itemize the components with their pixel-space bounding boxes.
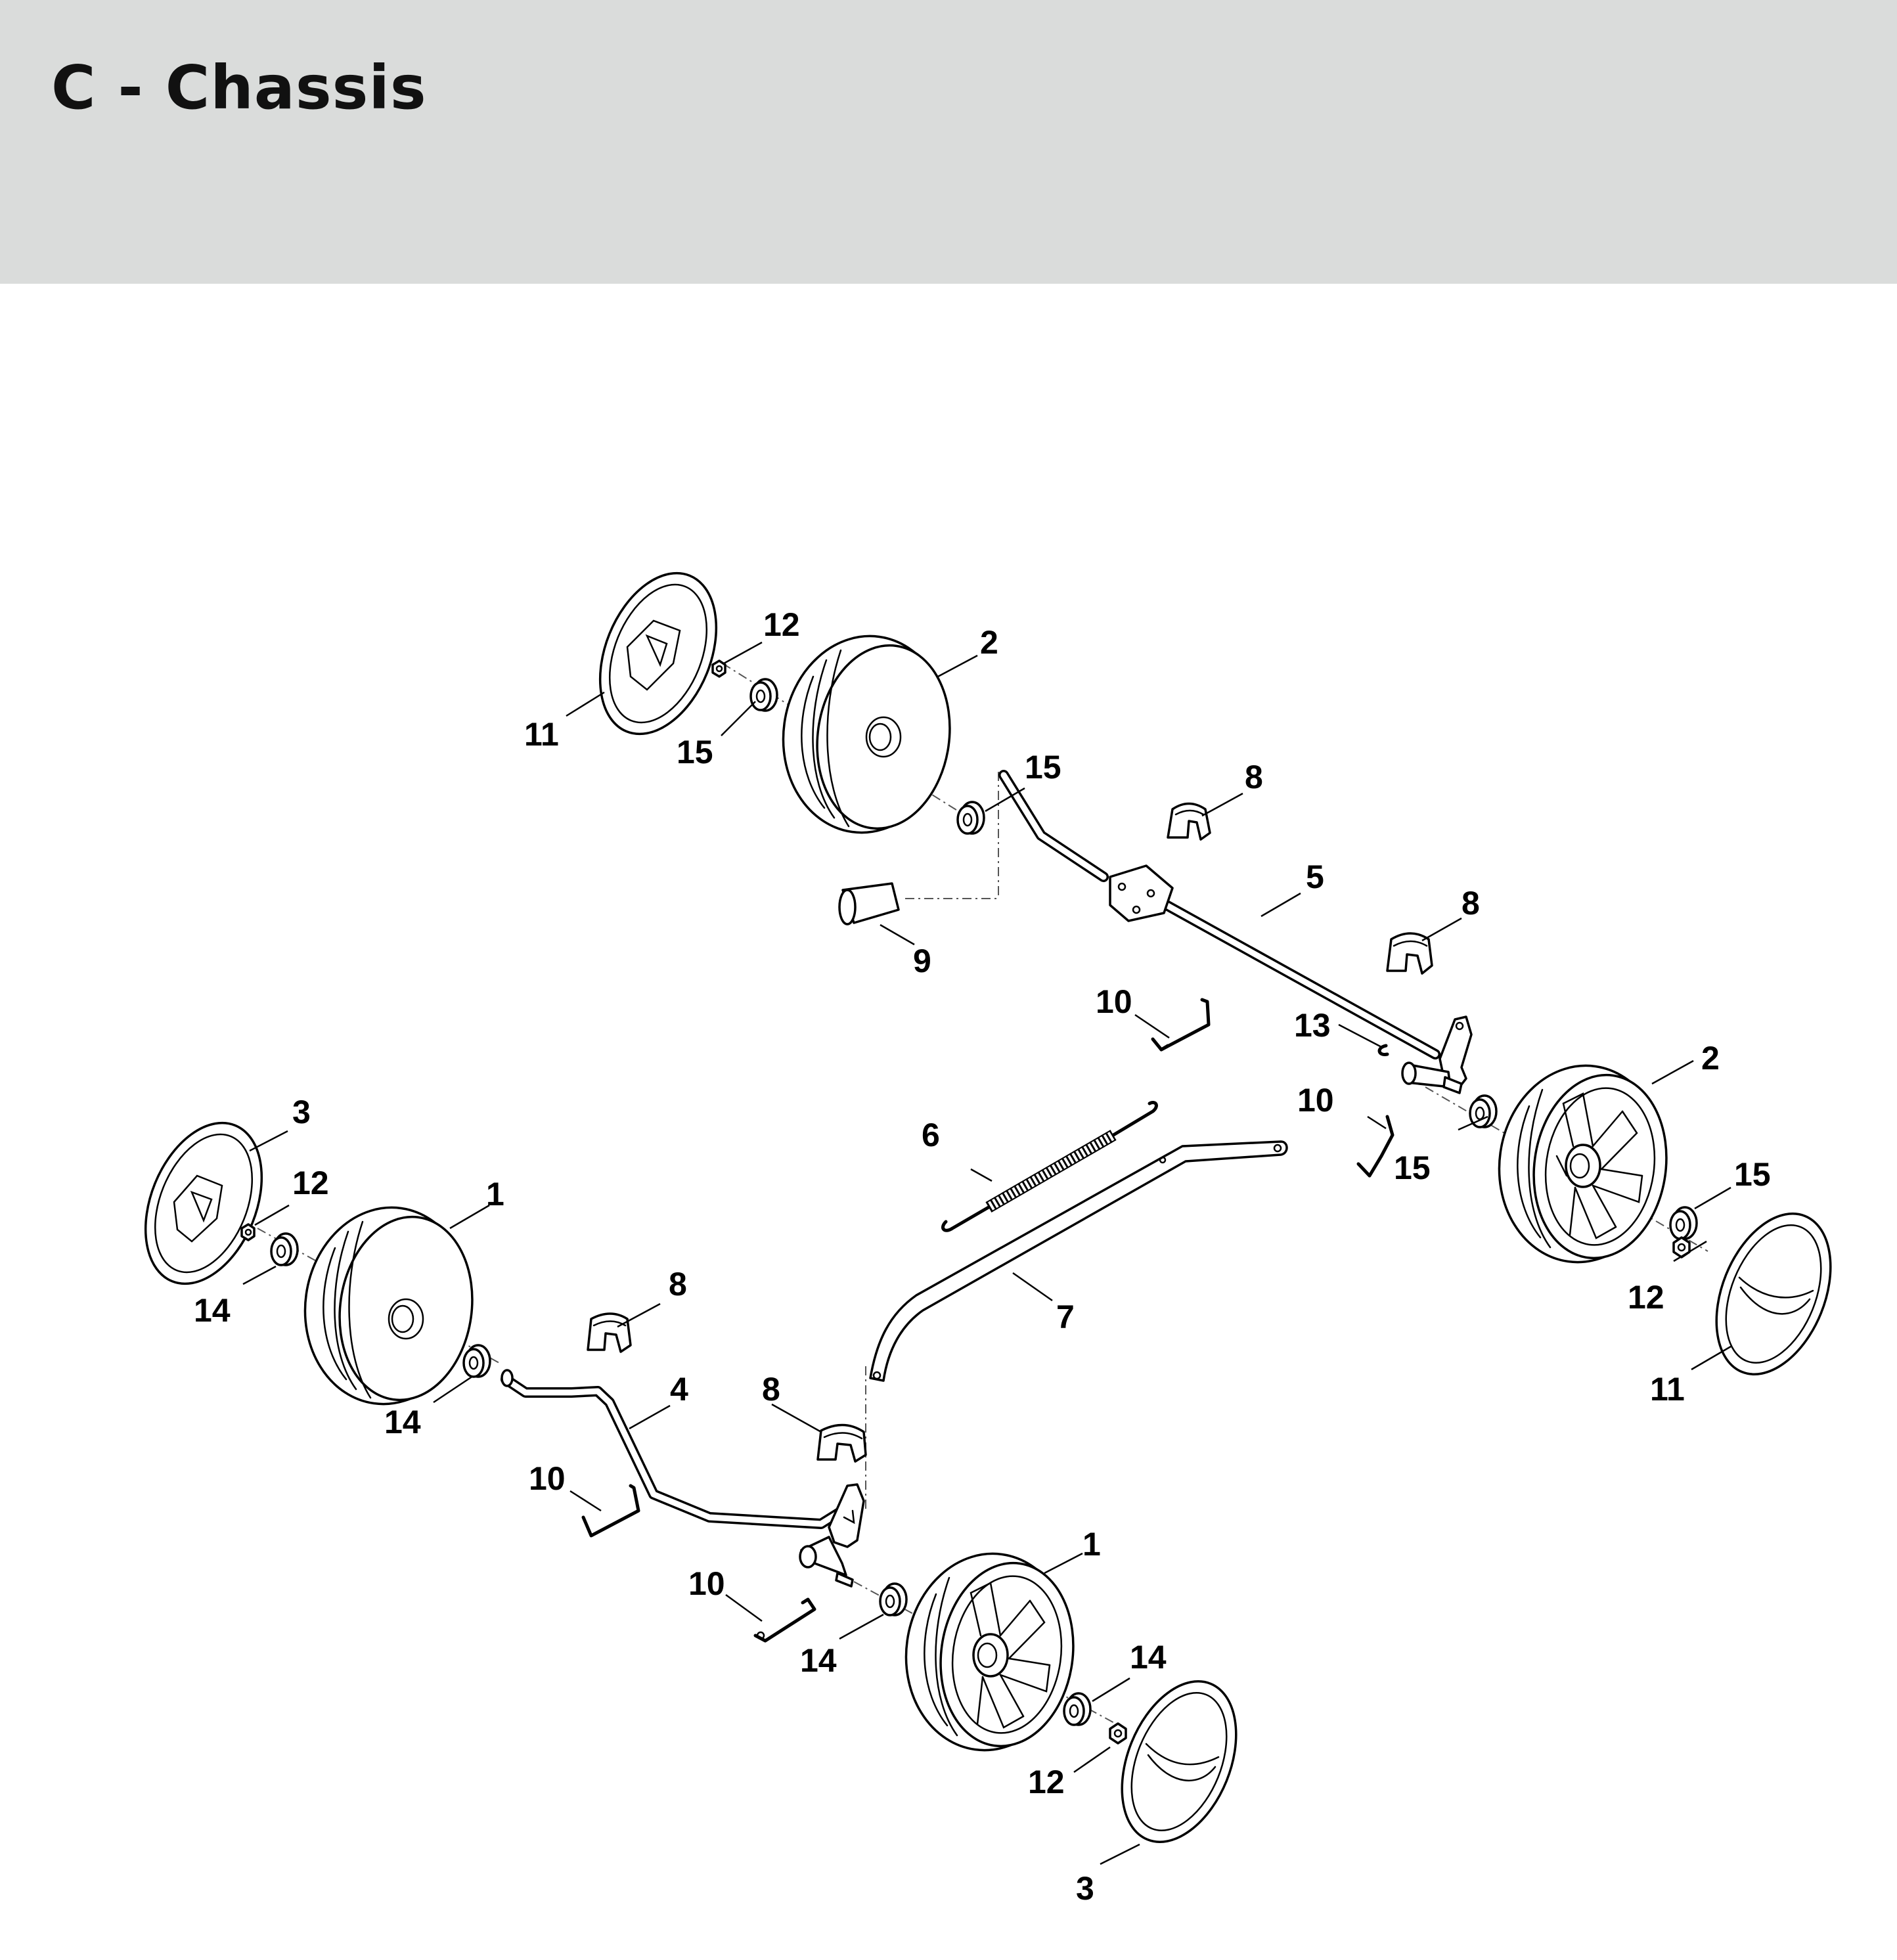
nut-12-upper-left — [711, 659, 726, 678]
callout-labels: 11 12 15 2 15 8 5 8 9 10 13 10 15 2 15 1… — [194, 606, 1771, 1907]
bearing-14-bottom-right — [1063, 1692, 1092, 1726]
callout-3-bottom: 3 — [1076, 1870, 1094, 1907]
bracket-8-mid-right — [1386, 932, 1433, 975]
bearing-15-right-inner — [1469, 1094, 1498, 1128]
bearing-15-upper-mid — [956, 801, 985, 835]
bracket-8-upper — [1167, 802, 1211, 841]
callout-8-mid-right: 8 — [1462, 885, 1480, 922]
callout-11-upper-left: 11 — [524, 716, 559, 753]
callout-8-lower-left: 8 — [669, 1266, 687, 1303]
bearing-15-upper-left — [749, 678, 778, 712]
callout-14-bottom-right: 14 — [1130, 1639, 1167, 1676]
callout-14-bottom-left: 14 — [800, 1642, 837, 1679]
wheel-1-bottom — [904, 1552, 1075, 1752]
header-band: C - Chassis — [0, 0, 1897, 284]
callout-10-right: 10 — [1297, 1082, 1334, 1119]
callout-15-right-outer: 15 — [1734, 1156, 1771, 1193]
spring-10-lower-left — [581, 1484, 640, 1538]
bearing-15-right-outer — [1669, 1206, 1698, 1240]
nut-12-bottom — [1109, 1722, 1127, 1745]
callout-3-upper-left: 3 — [292, 1094, 311, 1130]
callout-14-left-outer: 14 — [194, 1292, 231, 1329]
callout-8-lower-mid: 8 — [762, 1371, 780, 1408]
callout-10-lower-mid: 10 — [688, 1565, 725, 1602]
callout-2-right: 2 — [1701, 1040, 1720, 1077]
callout-1-bottom: 1 — [1082, 1526, 1101, 1563]
callout-4: 4 — [670, 1371, 688, 1408]
axle-4-front — [501, 1369, 865, 1588]
page-title: C - Chassis — [51, 53, 427, 123]
callout-2-upper: 2 — [980, 624, 998, 661]
hubcap-11-upper-left — [598, 571, 718, 736]
bearing-14-bottom-left — [879, 1582, 908, 1616]
bracket-8-lower-left — [587, 1312, 632, 1353]
callout-12-right: 12 — [1628, 1279, 1664, 1316]
nut-12-right — [1672, 1236, 1691, 1258]
callout-5: 5 — [1306, 858, 1324, 895]
clip-13 — [1377, 1044, 1389, 1056]
bracket-8-lower-mid — [816, 1423, 867, 1463]
callout-14-left-inner: 14 — [384, 1404, 421, 1440]
tension-spring-6 — [941, 1101, 1158, 1232]
leader-lines — [242, 641, 1731, 1865]
callout-15-upper-left: 15 — [677, 734, 713, 770]
callout-12-left: 12 — [292, 1165, 329, 1201]
hubcap-11-right — [1715, 1213, 1832, 1375]
callout-13: 13 — [1294, 1007, 1331, 1044]
callout-10-lower-left: 10 — [529, 1460, 566, 1497]
spring-10-right — [1356, 1115, 1395, 1178]
adjustment-rod-7 — [869, 1140, 1288, 1382]
bearing-14-left-outer — [270, 1232, 299, 1266]
callout-8-upper: 8 — [1245, 759, 1263, 795]
wheel-2-upper — [782, 635, 951, 834]
callout-9: 9 — [913, 943, 931, 979]
bearing-14-left-inner — [462, 1344, 491, 1378]
callout-15-upper-mid: 15 — [1025, 749, 1061, 786]
wheel-1-left — [303, 1206, 474, 1406]
nut-12-left — [240, 1223, 256, 1241]
spring-10-upper — [1151, 998, 1211, 1052]
callout-10-upper: 10 — [1096, 983, 1132, 1020]
callout-15-right-inner: 15 — [1394, 1149, 1431, 1186]
callout-6: 6 — [922, 1117, 940, 1153]
callout-12-bottom: 12 — [1028, 1764, 1065, 1800]
spring-10-lower-mid — [753, 1597, 816, 1643]
callout-11-right: 11 — [1650, 1371, 1685, 1408]
cap-9 — [838, 882, 900, 925]
hubcap-3-upper-left — [144, 1121, 263, 1285]
callout-7: 7 — [1056, 1299, 1075, 1335]
axle-5-rear — [998, 770, 1473, 1094]
callout-1-left: 1 — [486, 1176, 504, 1213]
hubcap-3-bottom — [1121, 1680, 1238, 1843]
wheel-2-right — [1498, 1064, 1668, 1264]
callout-12-upper-left: 12 — [763, 606, 800, 643]
